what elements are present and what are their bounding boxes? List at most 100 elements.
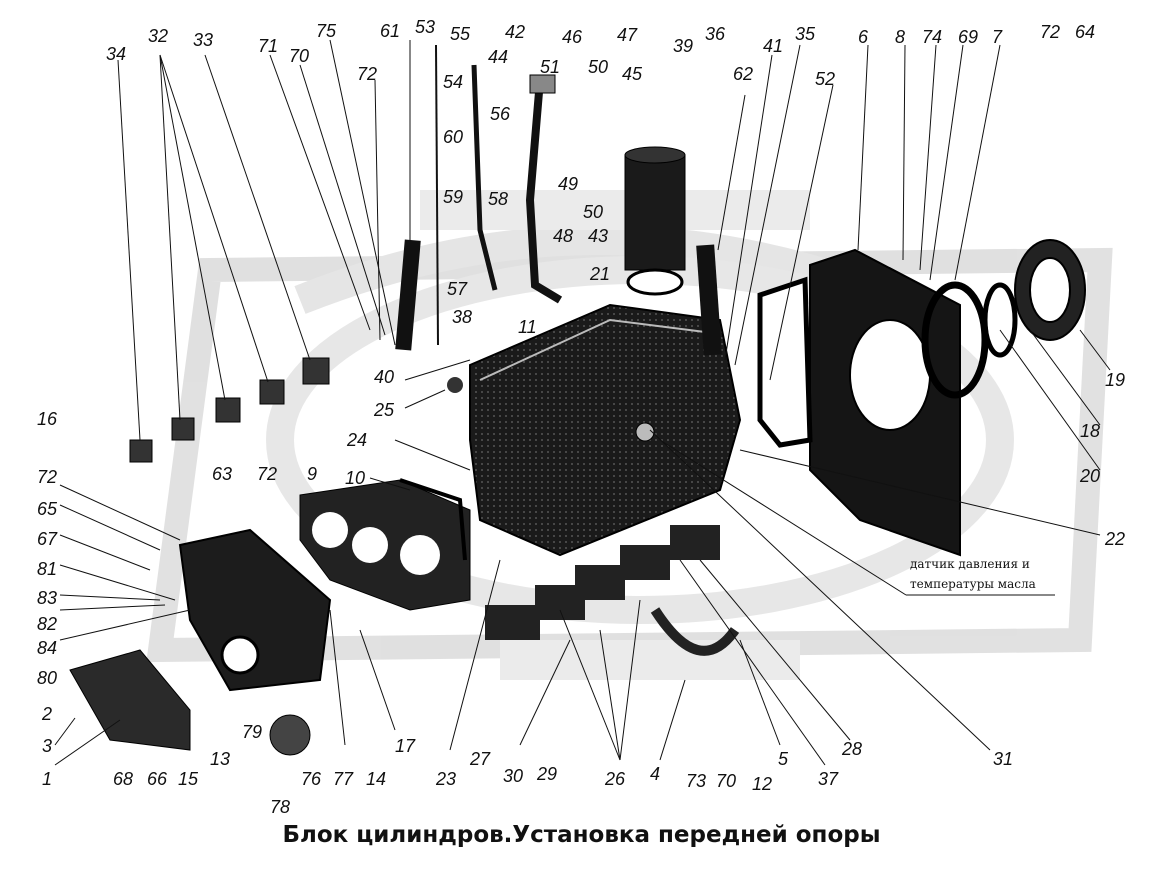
part-labels: 34 32 33 71 70 75 72 61 53 54 55 60 59 4…	[37, 17, 1125, 817]
part-label: 55	[450, 24, 471, 44]
front-gaskets	[299, 478, 471, 611]
part-label: 80	[37, 668, 57, 688]
part-label: 32	[148, 26, 168, 46]
part-label: 73	[686, 771, 706, 791]
part-label: 45	[622, 64, 643, 84]
part-label: 68	[113, 769, 133, 789]
part-label: 10	[345, 468, 365, 488]
part-label: 2	[41, 704, 52, 724]
part-label: 72	[1040, 22, 1060, 42]
part-label: 18	[1080, 421, 1100, 441]
part-label: 26	[604, 769, 626, 789]
part-label: 21	[589, 264, 610, 284]
part-label: 13	[210, 749, 230, 769]
part-label: 44	[488, 47, 508, 67]
part-label: 41	[763, 36, 783, 56]
part-label: 52	[815, 69, 835, 89]
part-label: 4	[650, 764, 660, 784]
part-label: 64	[1075, 22, 1095, 42]
part-label: 29	[536, 764, 557, 784]
part-label: 24	[346, 430, 367, 450]
part-label: 59	[443, 187, 463, 207]
part-label: 67	[37, 529, 58, 549]
part-label: 33	[193, 30, 213, 50]
sensor-note-line-1: датчик давления и	[910, 557, 1030, 571]
part-label: 30	[503, 766, 523, 786]
part-label: 53	[415, 17, 435, 37]
part-label: 66	[147, 769, 168, 789]
part-label: 20	[1079, 466, 1100, 486]
part-label: 60	[443, 127, 463, 147]
part-label: 48	[553, 226, 573, 246]
part-label: 34	[106, 44, 126, 64]
watermark-logo	[146, 190, 1113, 680]
part-label: 72	[257, 464, 277, 484]
part-label: 63	[212, 464, 232, 484]
part-label: 46	[562, 27, 583, 47]
front-cover	[69, 528, 332, 756]
part-label: 70	[716, 771, 736, 791]
part-label: 25	[373, 400, 395, 420]
part-label: 8	[895, 27, 905, 47]
part-label: 27	[469, 749, 491, 769]
cylinder-liner	[624, 146, 686, 296]
leader-lines	[54, 39, 1111, 766]
part-label: 76	[301, 769, 322, 789]
part-label: 31	[993, 749, 1013, 769]
part-label: 12	[752, 774, 772, 794]
part-label: 81	[37, 559, 57, 579]
part-label: 11	[518, 317, 537, 337]
part-label: 71	[258, 36, 278, 56]
part-label: 75	[316, 21, 337, 41]
part-label: 54	[443, 72, 463, 92]
diagram-caption: Блок цилиндров.Установка передней опоры	[282, 822, 881, 848]
part-label: 79	[242, 722, 262, 742]
part-label: 78	[270, 797, 290, 817]
part-label: 74	[922, 27, 942, 47]
part-label: 7	[992, 27, 1003, 47]
rear-plate	[757, 248, 961, 557]
part-label: 17	[395, 736, 416, 756]
seal-rings	[921, 239, 1086, 399]
part-label: 39	[673, 36, 693, 56]
cylinder-block	[469, 303, 742, 557]
part-label: 16	[37, 409, 58, 429]
part-label: 5	[778, 749, 789, 769]
part-label: 61	[380, 21, 400, 41]
part-label: 57	[447, 279, 468, 299]
part-label: 83	[37, 588, 57, 608]
part-label: 62	[733, 64, 753, 84]
part-label: 38	[452, 307, 472, 327]
bearing-caps	[485, 525, 740, 656]
part-label: 65	[37, 499, 58, 519]
part-label: 70	[289, 46, 309, 66]
bearings	[129, 357, 463, 463]
part-label: 35	[795, 24, 816, 44]
part-label: 22	[1104, 529, 1125, 549]
sensor-note-line-2: температуры масла	[910, 577, 1036, 591]
part-label: 58	[488, 189, 508, 209]
part-label: 36	[705, 24, 726, 44]
part-label: 49	[558, 174, 578, 194]
part-label: 6	[858, 27, 869, 47]
part-label: 72	[357, 64, 377, 84]
part-label: 9	[307, 464, 317, 484]
part-label: 51	[540, 57, 560, 77]
part-label: 84	[37, 638, 57, 658]
part-label: 72	[37, 467, 57, 487]
part-label: 1	[42, 769, 52, 789]
part-label: 28	[841, 739, 862, 759]
part-label: 37	[818, 769, 839, 789]
part-label: 82	[37, 614, 57, 634]
part-label: 3	[42, 736, 52, 756]
part-label: 15	[178, 769, 199, 789]
part-label: 77	[333, 769, 354, 789]
part-label: 19	[1105, 370, 1125, 390]
part-label: 23	[435, 769, 456, 789]
part-label: 47	[617, 25, 638, 45]
part-label: 14	[366, 769, 386, 789]
part-label: 56	[490, 104, 511, 124]
part-label: 69	[958, 27, 978, 47]
part-label: 40	[374, 367, 394, 387]
